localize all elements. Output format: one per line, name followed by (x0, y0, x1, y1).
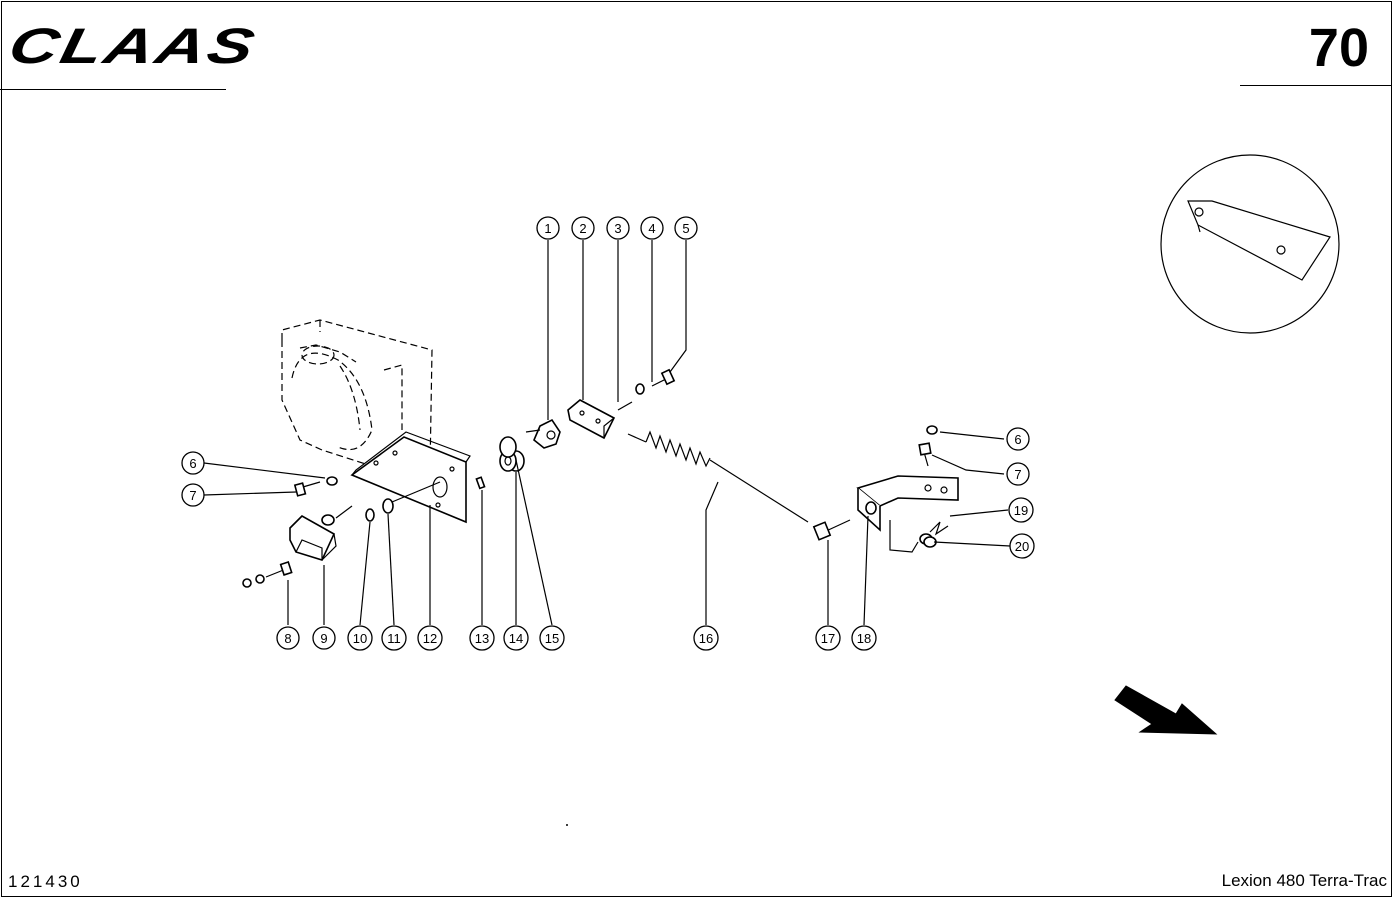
callout-label: 5 (682, 221, 689, 236)
callout-label: 3 (614, 221, 621, 236)
callout-13: 13 (469, 625, 495, 651)
callout-9: 9 (312, 626, 336, 650)
callout-label: 15 (545, 631, 559, 646)
callout-label: 6 (189, 456, 196, 471)
callout-label: 10 (353, 631, 367, 646)
callout-11: 11 (381, 625, 407, 651)
callout-label: 19 (1014, 503, 1028, 518)
model-name: Lexion 480 Terra-Trac (1221, 871, 1387, 890)
callout-19: 19 (1008, 497, 1034, 523)
callout-label: 18 (857, 631, 871, 646)
callout-18: 18 (851, 625, 877, 651)
logo-underline (0, 89, 226, 90)
lever-1 (525, 418, 561, 449)
callout-label: 7 (189, 488, 196, 503)
callout-20: 20 (1009, 533, 1035, 559)
callout-5: 5 (674, 216, 698, 240)
callout-label: 6 (1014, 432, 1021, 447)
washer-right (926, 425, 938, 435)
callout-4: 4 (640, 216, 664, 240)
pin-13 (475, 476, 486, 490)
mounting-plate (350, 431, 471, 524)
callout-label: 16 (699, 631, 713, 646)
callout-label: 1 (544, 221, 551, 236)
callout-label: 20 (1015, 539, 1029, 554)
screw-left (293, 481, 321, 497)
block-2 (567, 399, 616, 440)
screw-right (918, 442, 932, 467)
callout-10: 10 (347, 625, 373, 651)
callout-label: 11 (387, 631, 401, 646)
ring-11 (382, 498, 394, 514)
callout-label: 14 (509, 631, 523, 646)
callout-label: 7 (1014, 467, 1021, 482)
bolt-17 (812, 519, 851, 541)
callout-7-left: 7 (181, 483, 205, 507)
direction-arrow-icon (1114, 685, 1218, 735)
callout-label: 8 (284, 631, 291, 646)
leader-lines (203, 240, 1011, 626)
detail-inset (1160, 154, 1340, 334)
page-number: 70 (1308, 18, 1369, 78)
ring-10 (365, 508, 375, 522)
callout-label: 4 (648, 221, 655, 236)
sensor-body (289, 505, 353, 561)
callout-17: 17 (815, 625, 841, 651)
callout-label: 12 (423, 631, 437, 646)
housing-outline (281, 319, 433, 471)
callout-label: 17 (821, 631, 835, 646)
callout-15: 15 (539, 625, 565, 651)
page-number-underline (1240, 85, 1392, 86)
washer-4 (635, 383, 645, 395)
clip-19 (929, 521, 949, 536)
callout-6-left: 6 (181, 451, 205, 475)
callout-2: 2 (571, 216, 595, 240)
callout-3: 3 (606, 216, 630, 240)
callout-16: 16 (693, 625, 719, 651)
nut-20 (919, 533, 937, 548)
washer-left (326, 476, 338, 486)
callout-label: 2 (579, 221, 586, 236)
callout-8: 8 (276, 626, 300, 650)
callout-7-right: 7 (1006, 462, 1030, 486)
callout-12: 12 (417, 625, 443, 651)
callout-14: 14 (503, 625, 529, 651)
pin-3 (617, 401, 633, 411)
callout-6-right: 6 (1006, 427, 1030, 451)
print-dot (566, 824, 568, 826)
screw-5 (651, 368, 676, 387)
screw-sensor (242, 561, 293, 588)
drawing-number: 121430 (8, 872, 83, 891)
callout-1: 1 (536, 216, 560, 240)
callout-label: 13 (475, 631, 489, 646)
callout-label: 9 (320, 631, 327, 646)
spring-rod (627, 430, 809, 523)
circlip-15 (499, 436, 517, 458)
bracket-right (856, 475, 959, 553)
